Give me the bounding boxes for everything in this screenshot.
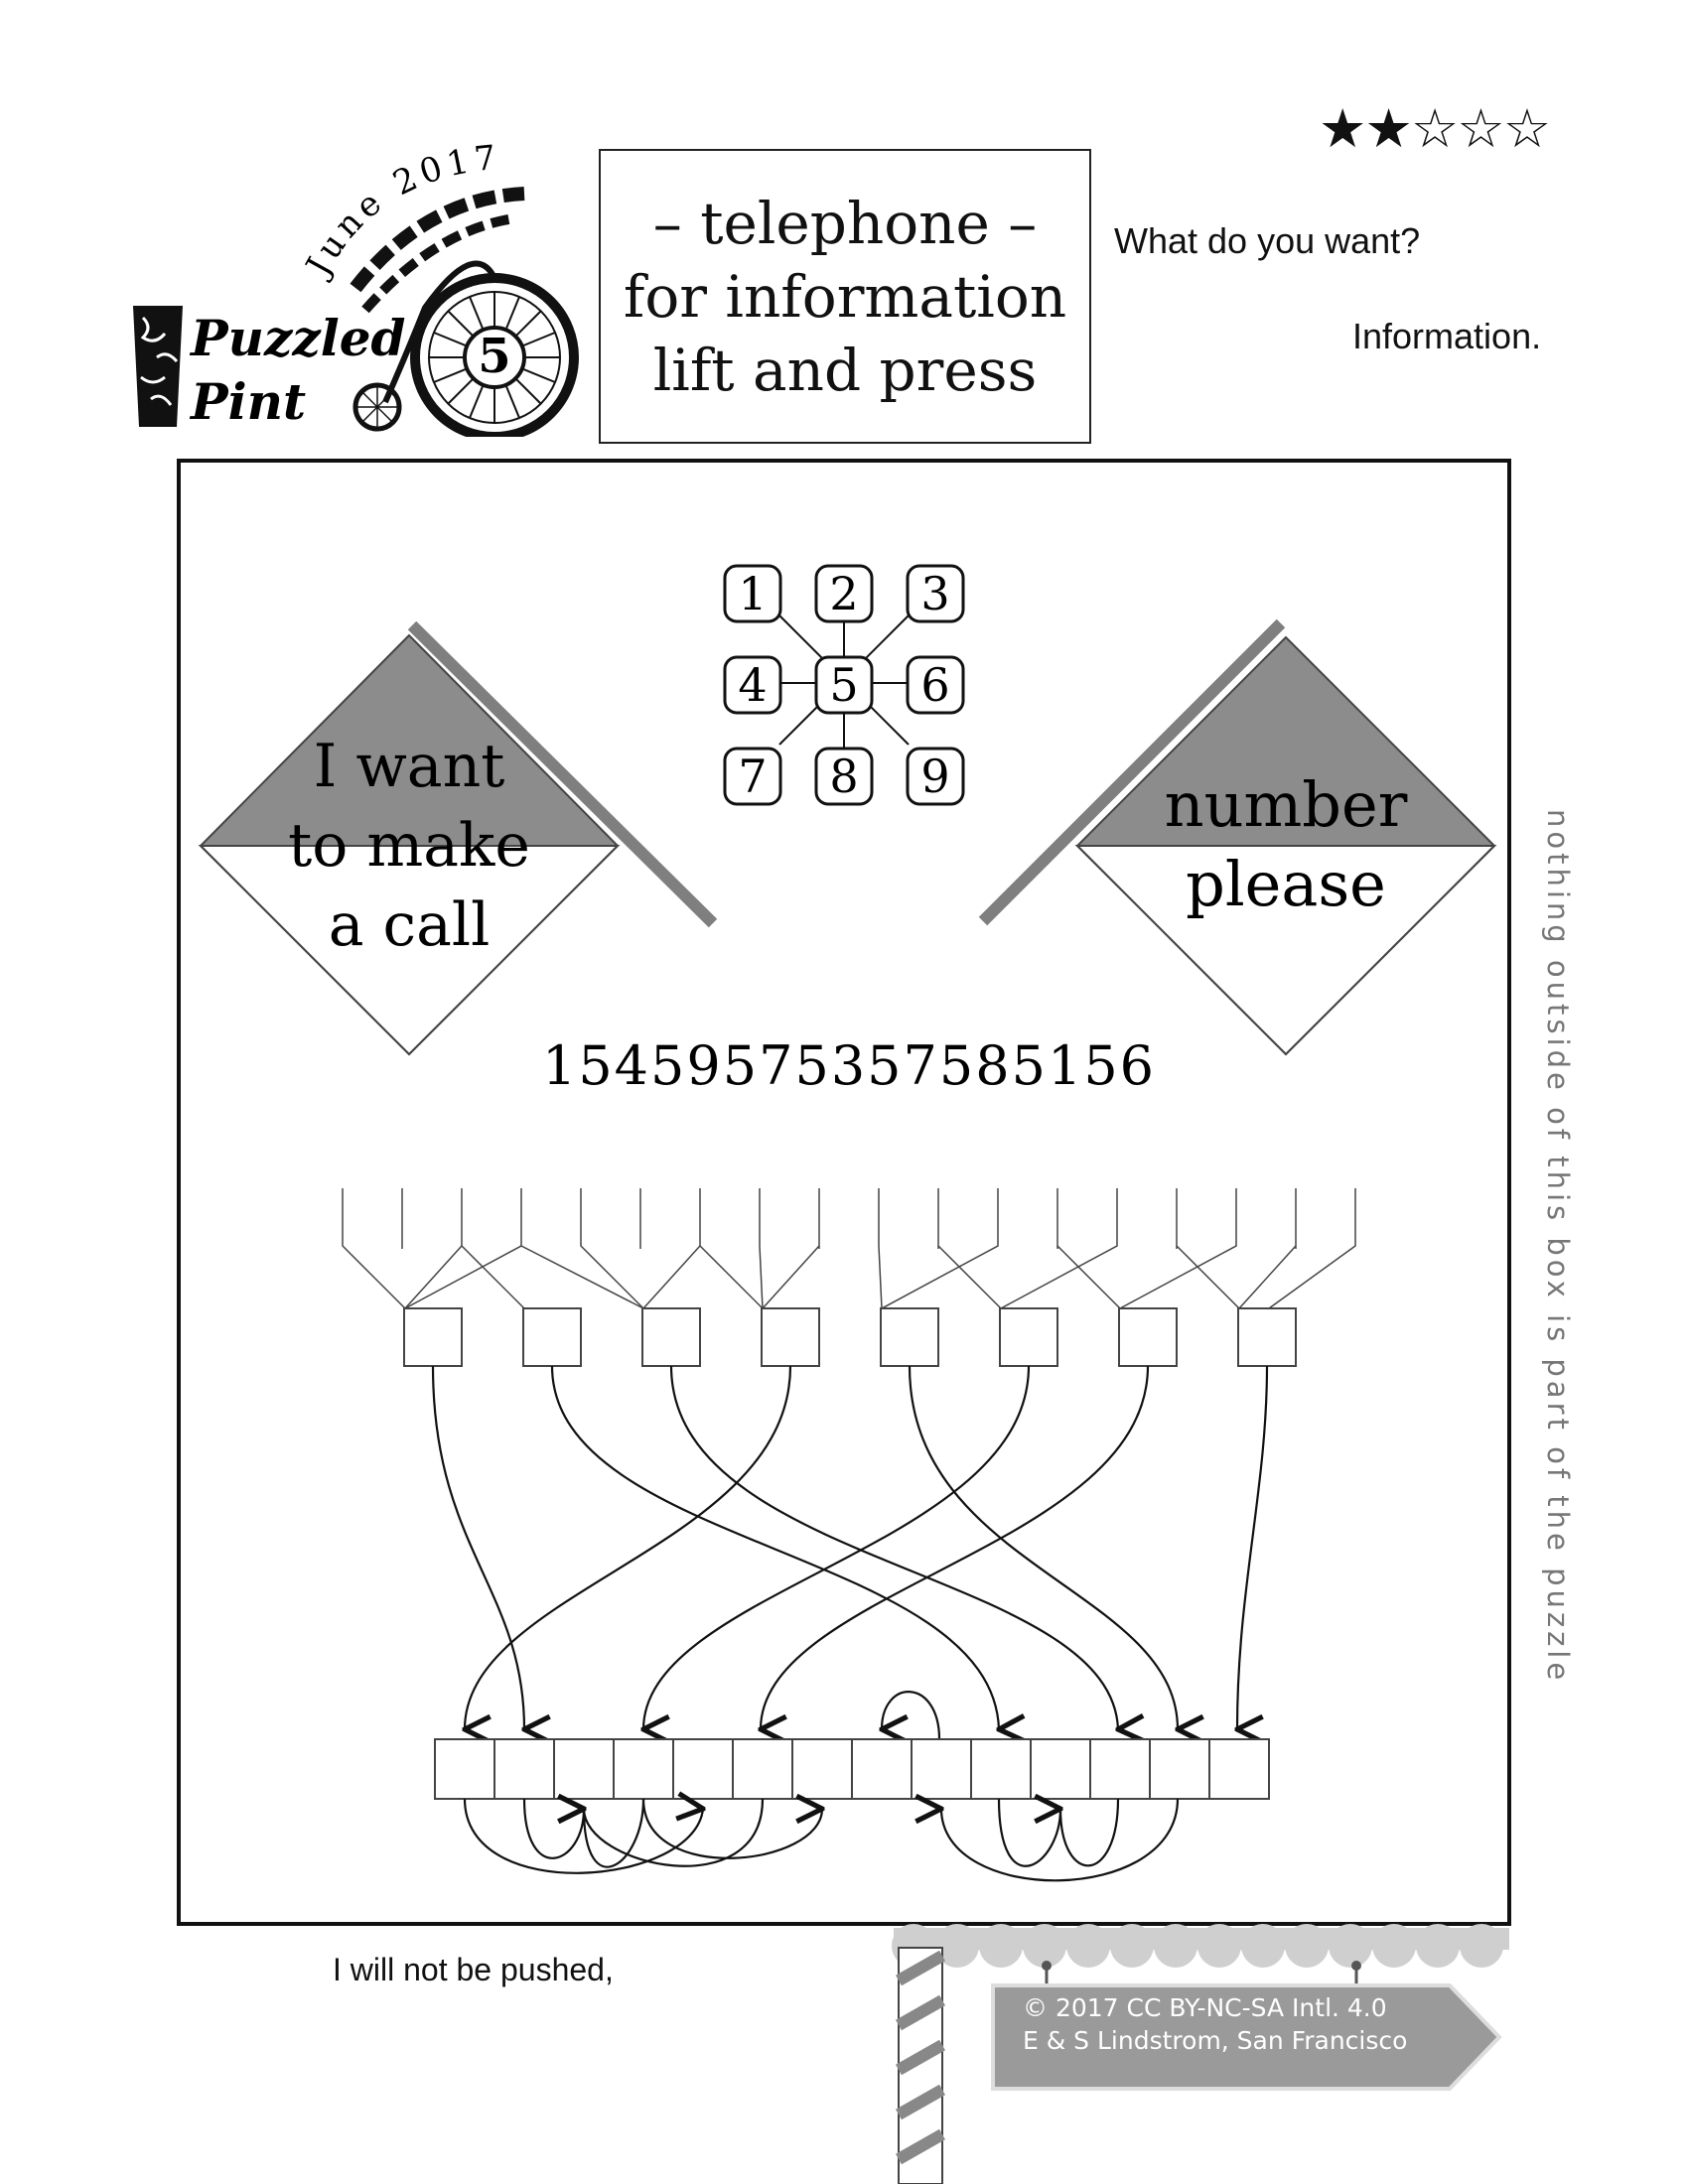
answer-box[interactable] — [970, 1738, 1032, 1800]
star-empty-icon: ☆ — [1457, 97, 1504, 160]
answer-row — [434, 1738, 1270, 1800]
svg-text:4: 4 — [738, 658, 767, 712]
brand-line1: Puzzled — [189, 309, 406, 367]
svg-text:5: 5 — [829, 658, 858, 712]
upper-box — [403, 1307, 463, 1367]
upper-box — [522, 1307, 582, 1367]
svg-text:9: 9 — [920, 750, 949, 803]
brand-line2: Pint — [189, 372, 306, 431]
upper-box — [880, 1307, 939, 1367]
svg-text:7: 7 — [738, 750, 767, 803]
answer-box[interactable] — [911, 1738, 972, 1800]
answer-box[interactable] — [434, 1738, 495, 1800]
copyright-line-1: © 2017 CC BY-NC-SA Intl. 4.0 — [1023, 1993, 1387, 2022]
key-2: 2 — [814, 564, 874, 623]
svg-text:6: 6 — [920, 658, 949, 712]
puzzled-pint-logo: Puzzled Pint June 2017 5 — [133, 139, 579, 437]
key-4: 4 — [723, 655, 782, 715]
footer-note: I will not be pushed, — [333, 1952, 614, 1987]
star-empty-icon: ☆ — [1502, 97, 1551, 160]
key-9: 9 — [906, 747, 965, 806]
key-7: 7 — [723, 747, 782, 806]
copyright-text: © 2017 CC BY-NC-SA Intl. 4.0 E & S Linds… — [1023, 1991, 1407, 2057]
answer-box[interactable] — [613, 1738, 674, 1800]
answer-box[interactable] — [672, 1738, 734, 1800]
connection-arrows — [431, 1365, 1269, 1739]
svg-text:3: 3 — [920, 567, 949, 620]
answer-box[interactable] — [1208, 1738, 1270, 1800]
answer-box[interactable] — [1149, 1738, 1210, 1800]
upper-box — [1118, 1307, 1178, 1367]
copyright-sign — [991, 1961, 1502, 2091]
key-5: 5 — [814, 655, 874, 715]
bicycle-icon — [352, 260, 579, 437]
digit-string: 15459575357585156 — [542, 1034, 1156, 1097]
upper-boxes — [403, 1307, 1297, 1367]
title-line-1: – telephone – — [652, 189, 1038, 257]
svg-text:2: 2 — [829, 567, 858, 620]
svg-text:1: 1 — [738, 567, 767, 620]
puzzle-number: 5 — [478, 329, 510, 384]
title-line-3: lift and press — [652, 336, 1038, 404]
answer-box[interactable] — [851, 1738, 913, 1800]
left-flag-line-2: to make — [288, 811, 530, 881]
puzzle-box — [177, 459, 1511, 1926]
copyright-line-2: E & S Lindstrom, San Francisco — [1023, 2026, 1408, 2055]
upper-box — [641, 1307, 701, 1367]
left-flag-pole — [407, 620, 718, 928]
answer-box[interactable] — [1089, 1738, 1151, 1800]
upper-box — [999, 1307, 1058, 1367]
upper-box — [761, 1307, 820, 1367]
star-filled-icon: ★ — [1364, 97, 1412, 160]
right-flag-pole — [978, 618, 1286, 926]
right-flag-line-1: number — [1165, 768, 1408, 841]
striped-post — [896, 1947, 945, 2184]
answer-box[interactable] — [732, 1738, 793, 1800]
key-1: 1 — [723, 564, 782, 623]
awning — [892, 1924, 1509, 1968]
dialog-answer: Information. — [1352, 316, 1542, 356]
branch-tree — [342, 1188, 1356, 1309]
left-flag-line-3: a call — [329, 890, 491, 960]
answer-box[interactable] — [1030, 1738, 1091, 1800]
title-box: – telephone – for information lift and p… — [599, 149, 1091, 444]
right-flag: number please — [978, 618, 1497, 1056]
left-flag: I want to make a call — [198, 620, 718, 1056]
key-3: 3 — [906, 564, 965, 623]
difficulty-rating: ★★☆☆☆ — [1319, 97, 1551, 160]
svg-text:8: 8 — [829, 750, 858, 803]
right-flag-line-2: please — [1186, 848, 1386, 920]
star-filled-icon: ★ — [1319, 97, 1366, 160]
answer-box[interactable] — [493, 1738, 555, 1800]
left-flag-line-1: I want — [314, 732, 505, 801]
title-line-2: for information — [623, 262, 1067, 331]
star-empty-icon: ☆ — [1410, 97, 1459, 160]
keypad: 1 2 3 4 5 6 7 8 9 — [723, 564, 965, 806]
answer-box[interactable] — [553, 1738, 615, 1800]
answer-box[interactable] — [791, 1738, 853, 1800]
key-8: 8 — [814, 747, 874, 806]
side-note: nothing outside of this box is part of t… — [1541, 809, 1575, 1685]
lower-arrows — [463, 1799, 1180, 1882]
upper-box — [1237, 1307, 1297, 1367]
key-6: 6 — [906, 655, 965, 715]
dialog-question: What do you want? — [1114, 220, 1421, 261]
